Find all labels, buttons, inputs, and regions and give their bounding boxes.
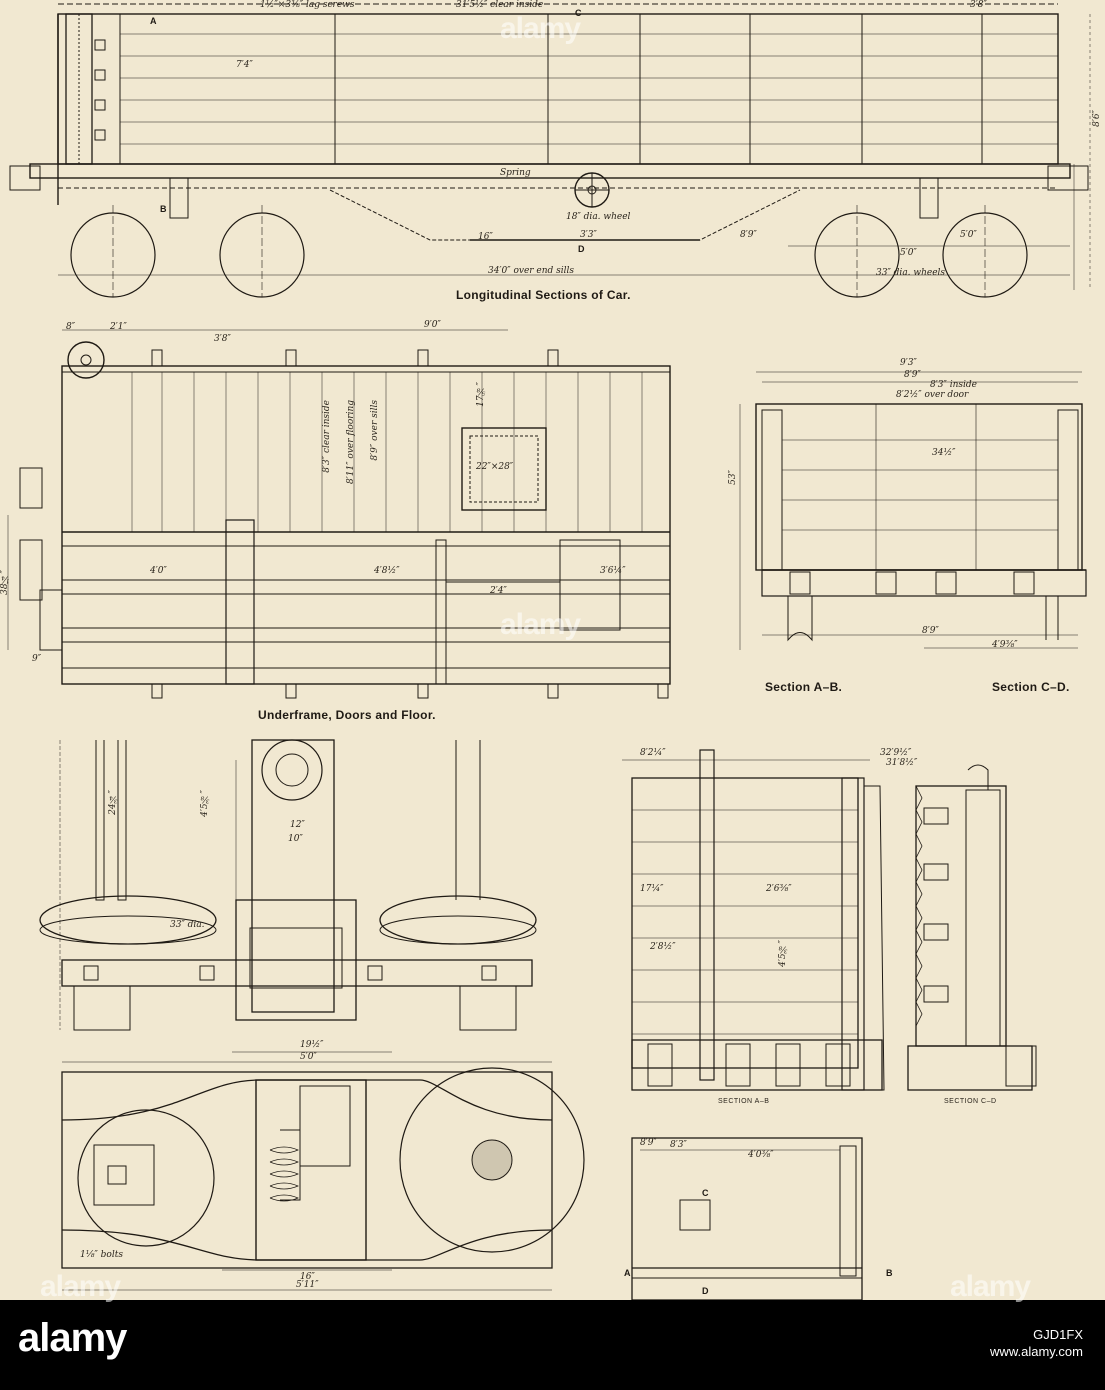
caption-section-ab: Section A–B. bbox=[765, 680, 843, 694]
dim-cs-inside: 8′3″ inside bbox=[930, 380, 977, 390]
watermark-4: alamy bbox=[950, 1270, 1031, 1303]
end-plan-detail bbox=[631, 1137, 863, 1300]
caption-underframe: Underframe, Doors and Floor. bbox=[258, 708, 436, 722]
section-marker-d: D bbox=[578, 244, 585, 254]
dim-b-8-9: 8′9″ bbox=[640, 1138, 657, 1148]
dim-uf-4-8: 4′8½″ bbox=[374, 566, 400, 576]
dim-cs-53: 53″ bbox=[728, 470, 738, 485]
dim-b-12: 12″ bbox=[290, 820, 305, 830]
underframe-plan bbox=[7, 329, 671, 699]
dim-cs-9-3: 9′3″ bbox=[900, 358, 917, 368]
section-marker-c: C bbox=[575, 8, 582, 18]
dim-3-8-top: 3′8″ bbox=[970, 0, 987, 10]
stock-site: www.alamy.com bbox=[990, 1344, 1083, 1359]
dim-uf-3-6-1-4: 3′6¼″ bbox=[600, 566, 626, 576]
label-small-section-cd: SECTION C–D bbox=[944, 1098, 997, 1105]
section-marker-a: A bbox=[150, 16, 157, 26]
dim-b-8-2: 8′2¼″ bbox=[640, 748, 666, 758]
dim-wheel-18: 18″ dia. wheel bbox=[566, 212, 631, 222]
dim-uf-4-0: 4′0″ bbox=[150, 566, 167, 576]
dim-b-31-8: 31′8½″ bbox=[886, 758, 918, 768]
stock-code: GJD1FX bbox=[1033, 1327, 1083, 1342]
dim-uf-over-flooring: 8′11″ over flooring bbox=[346, 400, 356, 485]
dim-b-4-5-b: 4′5⅜″ bbox=[778, 940, 788, 967]
dim-b-8-3: 8′3″ bbox=[670, 1140, 687, 1150]
caption-longitudinal-sections: Longitudinal Sections of Car. bbox=[456, 288, 631, 302]
section-marker-d-end: D bbox=[702, 1286, 709, 1296]
cross-section bbox=[739, 371, 1087, 650]
dim-b-10: 10″ bbox=[288, 834, 303, 844]
section-marker-b: B bbox=[160, 204, 167, 214]
dim-b-32-9: 32′9½″ bbox=[880, 748, 912, 758]
dim-3-3: 3′3″ bbox=[580, 230, 597, 240]
dim-uf-22x28: 22″×28″ bbox=[476, 462, 514, 472]
watermark-2: alamy bbox=[500, 608, 581, 641]
longitudinal-section bbox=[9, 3, 1091, 298]
dim-b-5-0: 5′0″ bbox=[300, 1052, 317, 1062]
dim-b-2-6: 2′6⅜″ bbox=[766, 884, 792, 894]
dim-b-33dia: 33″ dia. bbox=[170, 920, 205, 930]
watermark-1: alamy bbox=[500, 12, 581, 45]
truck-end-view bbox=[39, 739, 537, 1031]
truck-plan-view bbox=[61, 1051, 585, 1291]
dim-uf-17-8: 17⅝″ bbox=[476, 382, 486, 407]
side-detail-section-cd bbox=[907, 764, 1037, 1091]
dim-8-9: 8′9″ bbox=[740, 230, 757, 240]
engineering-drawing bbox=[7, 3, 1091, 1300]
dim-cs-over-door: 8′2½″ over door bbox=[896, 390, 969, 400]
stock-id: GJD1FX www.alamy.com bbox=[990, 1326, 1083, 1360]
dim-8-6: 8′6″ bbox=[1092, 110, 1102, 127]
dim-b-4-5: 4′5⅜″ bbox=[200, 790, 210, 817]
stock-footer-bar bbox=[0, 1300, 1105, 1390]
dim-uf-8: 8″ bbox=[66, 322, 76, 332]
dim-5-0-b: 5′0″ bbox=[900, 248, 917, 258]
dim-b-17-4: 17¼″ bbox=[640, 884, 664, 894]
section-marker-b-end: B bbox=[886, 1268, 893, 1278]
dim-b-24-3: 24¾″ bbox=[108, 790, 118, 815]
dim-b-5-11: 5′11″ bbox=[296, 1280, 319, 1290]
dim-clear-inside-length: 31′5½″ clear inside bbox=[456, 0, 544, 10]
dim-5-0-a: 5′0″ bbox=[960, 230, 977, 240]
dim-spring: Spring bbox=[500, 168, 531, 178]
dim-uf-2-4: 2′4″ bbox=[490, 586, 507, 596]
dim-uf-9: 9″ bbox=[32, 654, 42, 664]
dim-wheels-33: 33″ dia. wheels bbox=[876, 268, 946, 278]
dim-cs-34-5: 34½″ bbox=[932, 448, 956, 458]
dim-lag-screws: 1½″×3⅜″ lag screws bbox=[260, 0, 355, 10]
dim-uf-9-0: 9′0″ bbox=[424, 320, 441, 330]
dim-over-end-sills: 34′0″ over end sills bbox=[488, 266, 575, 276]
dim-uf-2-1: 2′1″ bbox=[110, 322, 127, 332]
section-marker-a-end: A bbox=[624, 1268, 631, 1278]
dim-cs-8-9: 8′9″ bbox=[904, 370, 921, 380]
dim-7-4: 7′4″ bbox=[236, 60, 253, 70]
label-small-section-ab: SECTION A–B bbox=[718, 1098, 770, 1105]
dim-uf-3-8: 3′8″ bbox=[214, 334, 231, 344]
dim-16: 16″ bbox=[478, 232, 493, 242]
dim-b-bolts: 1⅛″ bolts bbox=[80, 1250, 123, 1260]
alamy-logo: alamy bbox=[18, 1316, 127, 1360]
dim-b-19-5: 19½″ bbox=[300, 1040, 324, 1050]
side-detail-section-ab bbox=[622, 749, 885, 1091]
section-marker-c-end: C bbox=[702, 1188, 709, 1198]
dim-cs-4-9-8: 4′9⅜″ bbox=[992, 640, 1018, 650]
dim-uf-over-sills: 8′9″ over sills bbox=[370, 400, 380, 461]
dim-uf-38-1-4: 38¼″ bbox=[0, 570, 10, 595]
dim-cs-8-9-b: 8′9″ bbox=[922, 626, 939, 636]
dim-b-2-8: 2′8½″ bbox=[650, 942, 676, 952]
dim-b-4-0-8: 4′0⅜″ bbox=[748, 1150, 774, 1160]
watermark-3: alamy bbox=[40, 1270, 121, 1303]
dim-uf-clear-inside: 8′3″ clear inside bbox=[322, 400, 332, 473]
caption-section-cd: Section C–D. bbox=[992, 680, 1070, 694]
dim-b-16: 16″ bbox=[300, 1272, 315, 1282]
